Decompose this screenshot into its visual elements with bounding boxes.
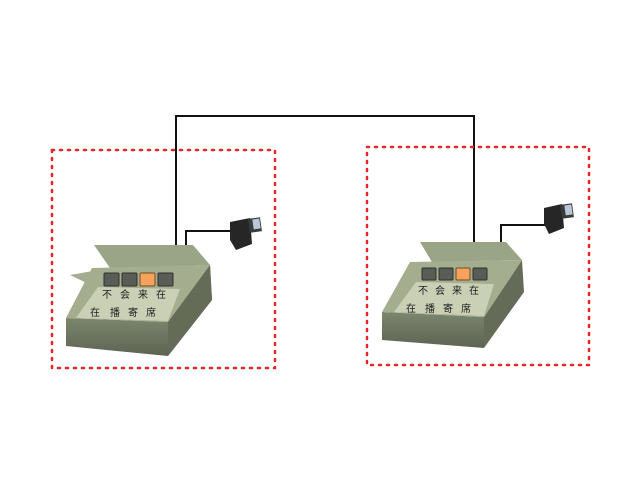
label-r2-c1: 在 bbox=[90, 307, 100, 319]
label-panel-right bbox=[394, 282, 494, 316]
label-panel-left bbox=[76, 287, 180, 321]
device-button[interactable] bbox=[438, 267, 454, 281]
label-r1-c1: 不 bbox=[418, 286, 428, 297]
device-button[interactable] bbox=[121, 272, 138, 287]
label-r2-c2: 播 bbox=[110, 306, 120, 319]
device-button[interactable] bbox=[103, 272, 120, 287]
zone-boundary-right bbox=[365, 145, 591, 367]
zone-boundary-left bbox=[50, 148, 277, 370]
zone-left: 不 会 来 在 在 播 寄 席 bbox=[50, 148, 277, 370]
intercom-desk-unit-icon: 不 会 来 在 在 播 寄 席 bbox=[66, 245, 212, 356]
label-r2-c3: 寄 bbox=[443, 302, 453, 315]
zone-right: 不 会 来 在 在 播 寄 席 bbox=[365, 145, 591, 367]
device-button[interactable] bbox=[421, 267, 437, 281]
button-row-left bbox=[103, 272, 174, 287]
headset-connector-icon bbox=[230, 217, 262, 250]
label-r1-c2: 会 bbox=[120, 288, 130, 301]
label-r1-c4: 在 bbox=[469, 285, 479, 297]
label-r1-c3: 来 bbox=[452, 285, 462, 297]
button-row-right bbox=[421, 267, 488, 281]
label-r2-c4: 席 bbox=[146, 306, 156, 319]
intercom-desk-unit-icon: 不 会 来 在 在 播 寄 席 bbox=[382, 242, 524, 348]
connection-wire bbox=[175, 115, 475, 262]
label-r2-c2: 播 bbox=[425, 302, 435, 315]
label-r1-c1: 不 bbox=[102, 290, 112, 301]
label-r1-c4: 在 bbox=[156, 289, 166, 301]
label-r2-c1: 在 bbox=[406, 303, 416, 315]
device-button-lit[interactable] bbox=[139, 272, 156, 287]
label-r2-c4: 席 bbox=[461, 302, 471, 315]
device-button[interactable] bbox=[472, 267, 488, 281]
label-r2-c3: 寄 bbox=[128, 306, 138, 319]
label-r1-c3: 来 bbox=[138, 289, 148, 301]
headset-connector-icon bbox=[544, 203, 574, 234]
label-r1-c2: 会 bbox=[435, 284, 445, 297]
device-button-lit[interactable] bbox=[455, 267, 471, 281]
device-button[interactable] bbox=[157, 272, 174, 287]
